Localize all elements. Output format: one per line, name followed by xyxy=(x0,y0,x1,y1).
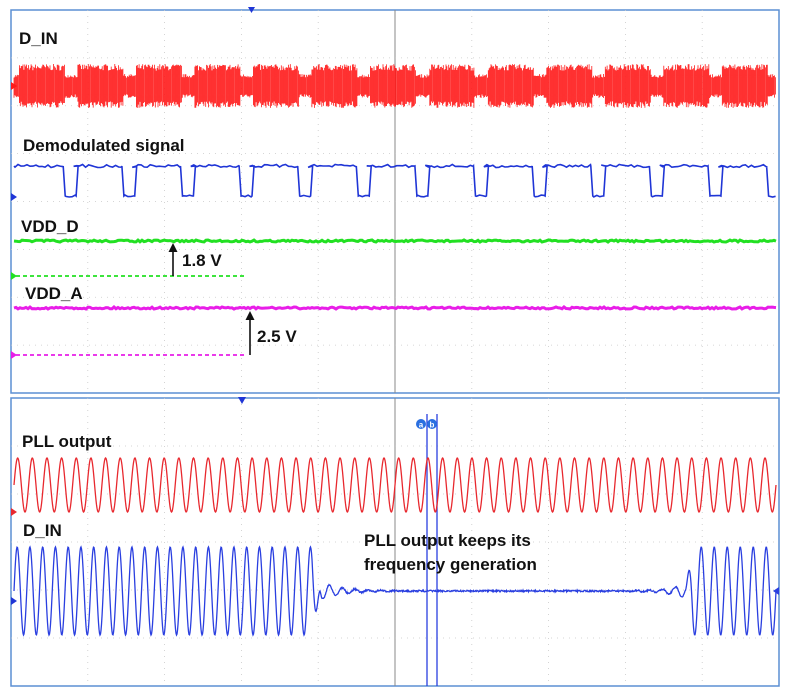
up-arrow-icon xyxy=(245,311,255,320)
vdd-d-trace xyxy=(13,238,777,244)
vdd-a-trace xyxy=(13,304,777,311)
vdd-d-level-label: 1.8 V xyxy=(182,251,222,270)
trigger-marker-icon xyxy=(238,397,246,404)
up-arrow-icon xyxy=(168,243,178,252)
d-in-bottom-label: D_IN xyxy=(23,521,62,540)
d-in-bottom-trace xyxy=(13,545,777,637)
annotation-line-2: frequency generation xyxy=(364,555,537,574)
d-in-top-label: D_IN xyxy=(19,29,58,48)
vdd-a-level-label: 2.5 V xyxy=(257,327,297,346)
top-panel: D_IN Demodulated signal VDD_D 1.8 V VDD_… xyxy=(10,7,780,394)
pll-output-label: PLL output xyxy=(22,432,112,451)
channel4-marker-icon xyxy=(11,351,17,359)
cursor-b-text: b xyxy=(430,421,435,430)
pll-output-trace xyxy=(13,456,777,514)
level-marker-icon xyxy=(773,587,779,595)
demodulated-signal-label: Demodulated signal xyxy=(23,136,185,155)
channel2-marker-icon xyxy=(11,193,17,201)
channel1-marker-icon xyxy=(11,508,17,516)
cursor-b-badge[interactable] xyxy=(427,419,437,429)
cursor-a-badge[interactable] xyxy=(416,419,426,429)
channel3-marker-icon xyxy=(11,272,17,280)
channel2-marker-icon xyxy=(11,597,17,605)
cursor-a-text: a xyxy=(419,421,424,430)
channel1-marker-icon xyxy=(11,82,17,90)
vdd-d-label: VDD_D xyxy=(21,217,79,236)
trigger-marker-icon xyxy=(248,7,255,13)
bottom-panel: a b PLL output D_IN PLL output keeps its… xyxy=(10,397,780,687)
demodulated-signal-trace xyxy=(13,163,776,198)
vdd-a-label: VDD_A xyxy=(25,284,83,303)
annotation-line-1: PLL output keeps its xyxy=(364,531,531,550)
